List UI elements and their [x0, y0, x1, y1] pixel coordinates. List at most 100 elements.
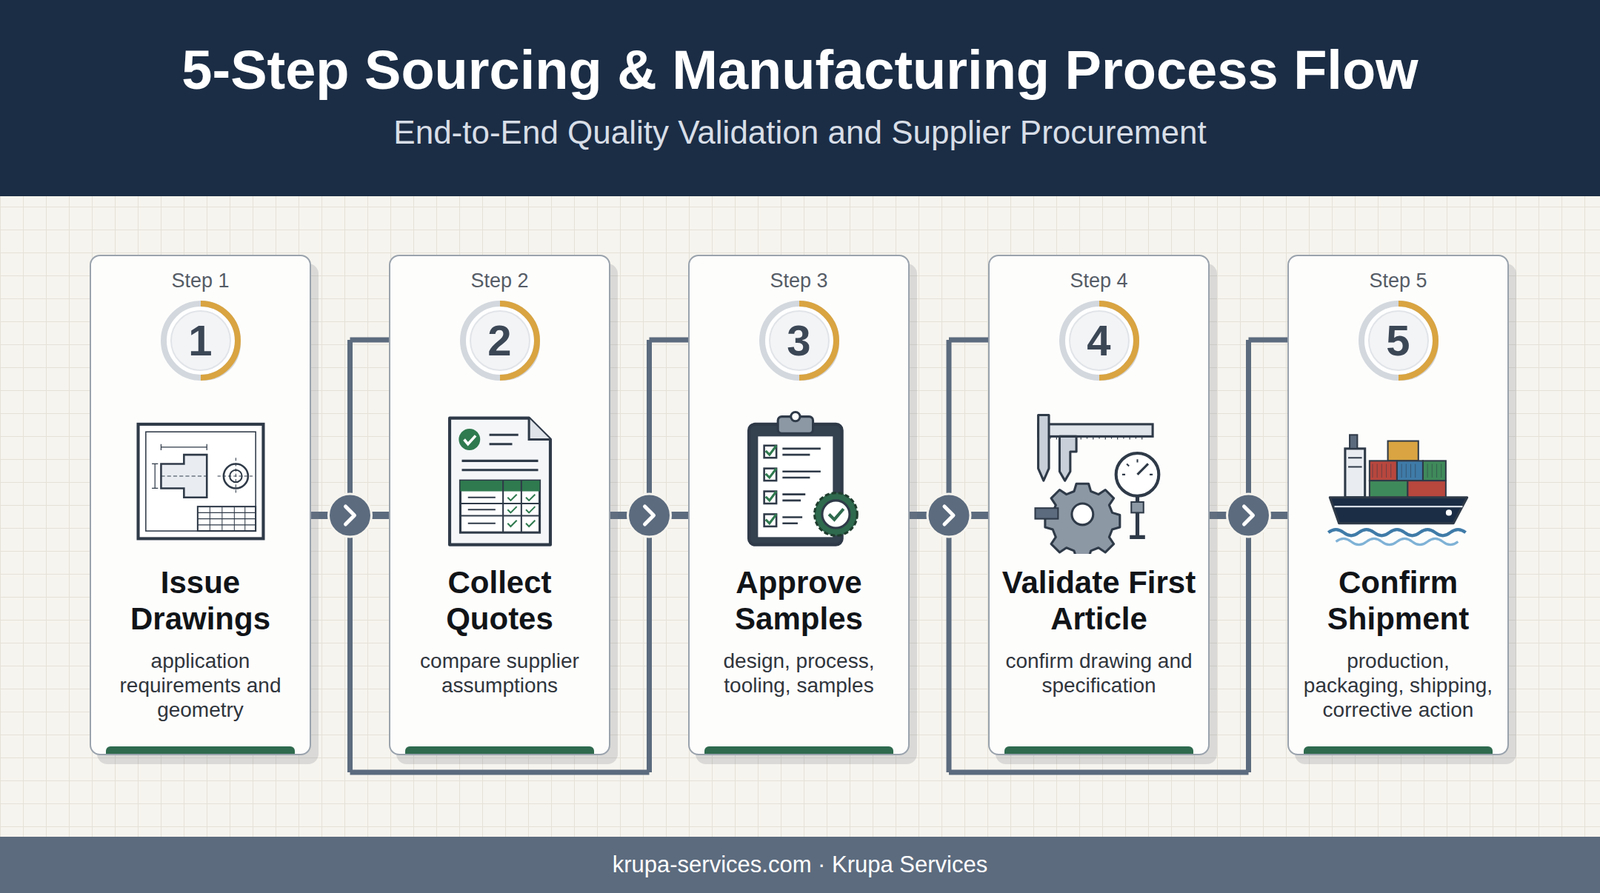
- icon-stroke: [1131, 502, 1143, 513]
- frame-line: [948, 770, 1249, 776]
- icon-stroke: [160, 475, 207, 477]
- icon-stroke: [763, 468, 776, 481]
- icon-stroke: [1121, 459, 1152, 475]
- chevron-badge: [927, 494, 971, 538]
- icon-stroke: [1129, 496, 1146, 538]
- icon-stroke: [1344, 448, 1365, 498]
- step-number: 2: [458, 317, 542, 365]
- icon-stroke: [790, 411, 800, 421]
- step-card: Step 2Collect Quotescompare supplier ass…: [388, 254, 611, 756]
- icon-stroke: [507, 494, 535, 527]
- icon-stroke: [828, 508, 844, 520]
- icon-stroke: [765, 514, 776, 523]
- icon-stroke: [782, 448, 821, 455]
- frame-line: [350, 770, 650, 776]
- icon-stroke: [467, 497, 495, 524]
- icon-stroke: [1422, 460, 1446, 481]
- accent-bar: [1004, 746, 1194, 755]
- icon-stroke: [460, 480, 540, 533]
- icon-stroke: [197, 506, 255, 532]
- flow-connector: [909, 494, 989, 538]
- icon-stroke: [782, 517, 803, 524]
- step-icon: [1322, 401, 1475, 555]
- icon-stroke: [1368, 480, 1408, 498]
- accent-bar: [1303, 746, 1493, 755]
- icon-stroke: [763, 514, 776, 526]
- step-number: 4: [1057, 317, 1141, 365]
- accent-bar: [704, 746, 894, 755]
- step-icon: [722, 401, 876, 555]
- step-description: production, packaging, shipping, correct…: [1299, 648, 1498, 723]
- step-icon: [124, 401, 278, 555]
- step-heading: Issue Drawings: [98, 564, 303, 638]
- step-label: Step 3: [689, 268, 909, 294]
- icon-stroke: [528, 418, 551, 440]
- frame-line: [347, 340, 353, 773]
- chevron-badge: [1227, 494, 1271, 538]
- chevron: [345, 506, 355, 525]
- icon-stroke: [782, 494, 806, 501]
- icon-stroke: [1071, 503, 1093, 526]
- chevron: [645, 506, 655, 525]
- flow-connector: [311, 494, 389, 538]
- icon-stroke: [151, 444, 207, 489]
- chevron-badge: [628, 494, 672, 538]
- icon-stroke: [197, 506, 255, 532]
- icon-stroke: [1371, 463, 1441, 478]
- icon-stroke: [160, 454, 207, 498]
- icon-stroke: [1328, 529, 1466, 536]
- flow-connector: [610, 494, 689, 538]
- step-card: Step 1Issue Drawingsapplication requirem…: [89, 254, 312, 756]
- icon-stroke: [1034, 508, 1058, 519]
- icon-stroke: [1115, 453, 1159, 497]
- step-number: 1: [159, 317, 243, 365]
- icon-stroke: [1334, 505, 1463, 508]
- icon-stroke: [1387, 441, 1418, 462]
- step-number-circle: 2: [458, 299, 542, 383]
- step-number-circle: 3: [757, 299, 841, 383]
- icon-stroke: [1059, 436, 1077, 481]
- chevron-badge: [328, 494, 372, 538]
- step-label: Step 4: [989, 268, 1209, 294]
- icon-stroke: [137, 424, 263, 540]
- step-description: confirm drawing and specification: [1000, 648, 1198, 698]
- step-label: Step 5: [1288, 268, 1508, 294]
- icon-stroke: [814, 493, 858, 537]
- icon-stroke: [1037, 424, 1153, 437]
- icon-stroke: [765, 445, 776, 455]
- icon-stroke: [1349, 434, 1358, 449]
- icon-stroke: [765, 491, 776, 501]
- step-number: 3: [757, 317, 841, 365]
- step-heading: Validate First Article: [997, 564, 1201, 638]
- icon-stroke: [461, 434, 538, 470]
- title-text: 5-Step Sourcing & Manufacturing Process …: [0, 38, 1600, 103]
- icon-stroke: [1368, 460, 1397, 481]
- step-number: 5: [1357, 317, 1440, 365]
- icon-stroke: [1329, 497, 1467, 524]
- icon-stroke: [458, 428, 480, 451]
- frame-line: [946, 340, 952, 773]
- step-label: Step 2: [390, 268, 609, 294]
- icon-stroke: [460, 480, 540, 492]
- icon-stroke: [145, 431, 255, 532]
- icon-stroke: [782, 471, 821, 478]
- flow-connector: [1209, 494, 1288, 538]
- icon-stroke: [449, 418, 551, 546]
- icon-stroke: [1407, 480, 1446, 498]
- step-description: application requirements and geometry: [101, 648, 300, 723]
- step-icon: [1022, 401, 1176, 555]
- icon-stroke: [460, 480, 540, 533]
- subtitle-text: End-to-End Quality Validation and Suppli…: [0, 112, 1600, 153]
- icon-stroke: [821, 500, 849, 529]
- footer-text: krupa-services.com · Krupa Services: [0, 850, 1600, 880]
- icon-stroke: [217, 457, 254, 495]
- step-description: design, process, tooling, samples: [700, 648, 898, 698]
- step-number-circle: 1: [159, 299, 243, 383]
- step-description: compare supplier assumptions: [400, 648, 599, 698]
- footer-band: krupa-services.com · Krupa Services: [0, 837, 1600, 893]
- step-number-circle: 5: [1357, 299, 1440, 383]
- step-card: Step 3Approve Samplesdesign, process, to…: [688, 254, 910, 756]
- icon-stroke: [765, 468, 776, 478]
- chevron: [1244, 506, 1254, 525]
- accent-bar: [105, 746, 295, 755]
